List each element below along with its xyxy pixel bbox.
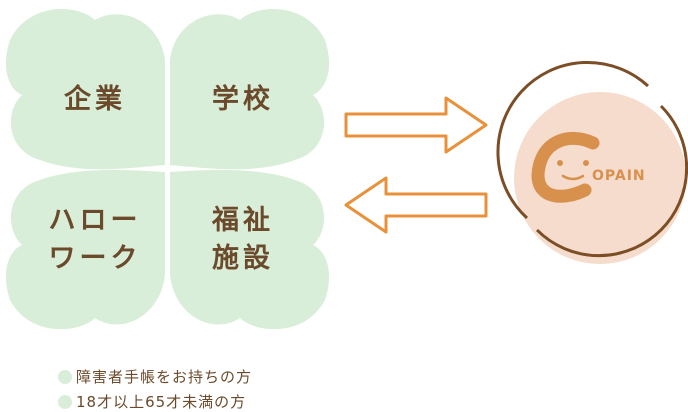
copain-eye-left <box>557 160 563 166</box>
clover-leaf-bottom-right <box>170 169 330 330</box>
label-welfare-facility: 福祉 施設 <box>178 202 308 278</box>
bullet-dot-icon <box>58 394 72 409</box>
arrow-left-icon <box>344 176 488 234</box>
label-hello-work-line1: ハロー <box>48 205 142 236</box>
legend-item: 障害者手帳をお持ちの方 <box>58 366 252 387</box>
clover-leaf-bottom-left <box>5 169 166 330</box>
label-hello-work-line2: ワーク <box>48 243 142 274</box>
label-welfare-line1: 福祉 <box>212 205 274 236</box>
copain-smile <box>561 174 585 181</box>
copain-face-icon <box>531 131 600 203</box>
legend-item: 18才以上65才未満の方 <box>58 391 246 412</box>
clover-leaf-top-right <box>170 8 330 170</box>
label-hello-work: ハロー ワーク <box>30 202 160 278</box>
arrow-right-icon <box>344 96 488 154</box>
label-school: 学校 <box>212 84 274 115</box>
clover <box>5 8 330 330</box>
copain-ring-arc-lower <box>535 104 688 258</box>
clover-leaf-top-left <box>5 8 166 170</box>
label-welfare-line2: 施設 <box>212 243 274 274</box>
label-company: 企業 <box>64 84 126 115</box>
legend-text: 18才以上65才未満の方 <box>76 393 247 411</box>
copain-c-stroke <box>531 131 600 203</box>
bullet-dot-icon <box>58 369 72 384</box>
copain-ring-arc-upper <box>496 61 650 220</box>
copain-eye-right <box>583 160 589 166</box>
legend-text: 障害者手帳をお持ちの方 <box>76 368 253 386</box>
copain-logo-text: OPAIN <box>592 168 646 184</box>
